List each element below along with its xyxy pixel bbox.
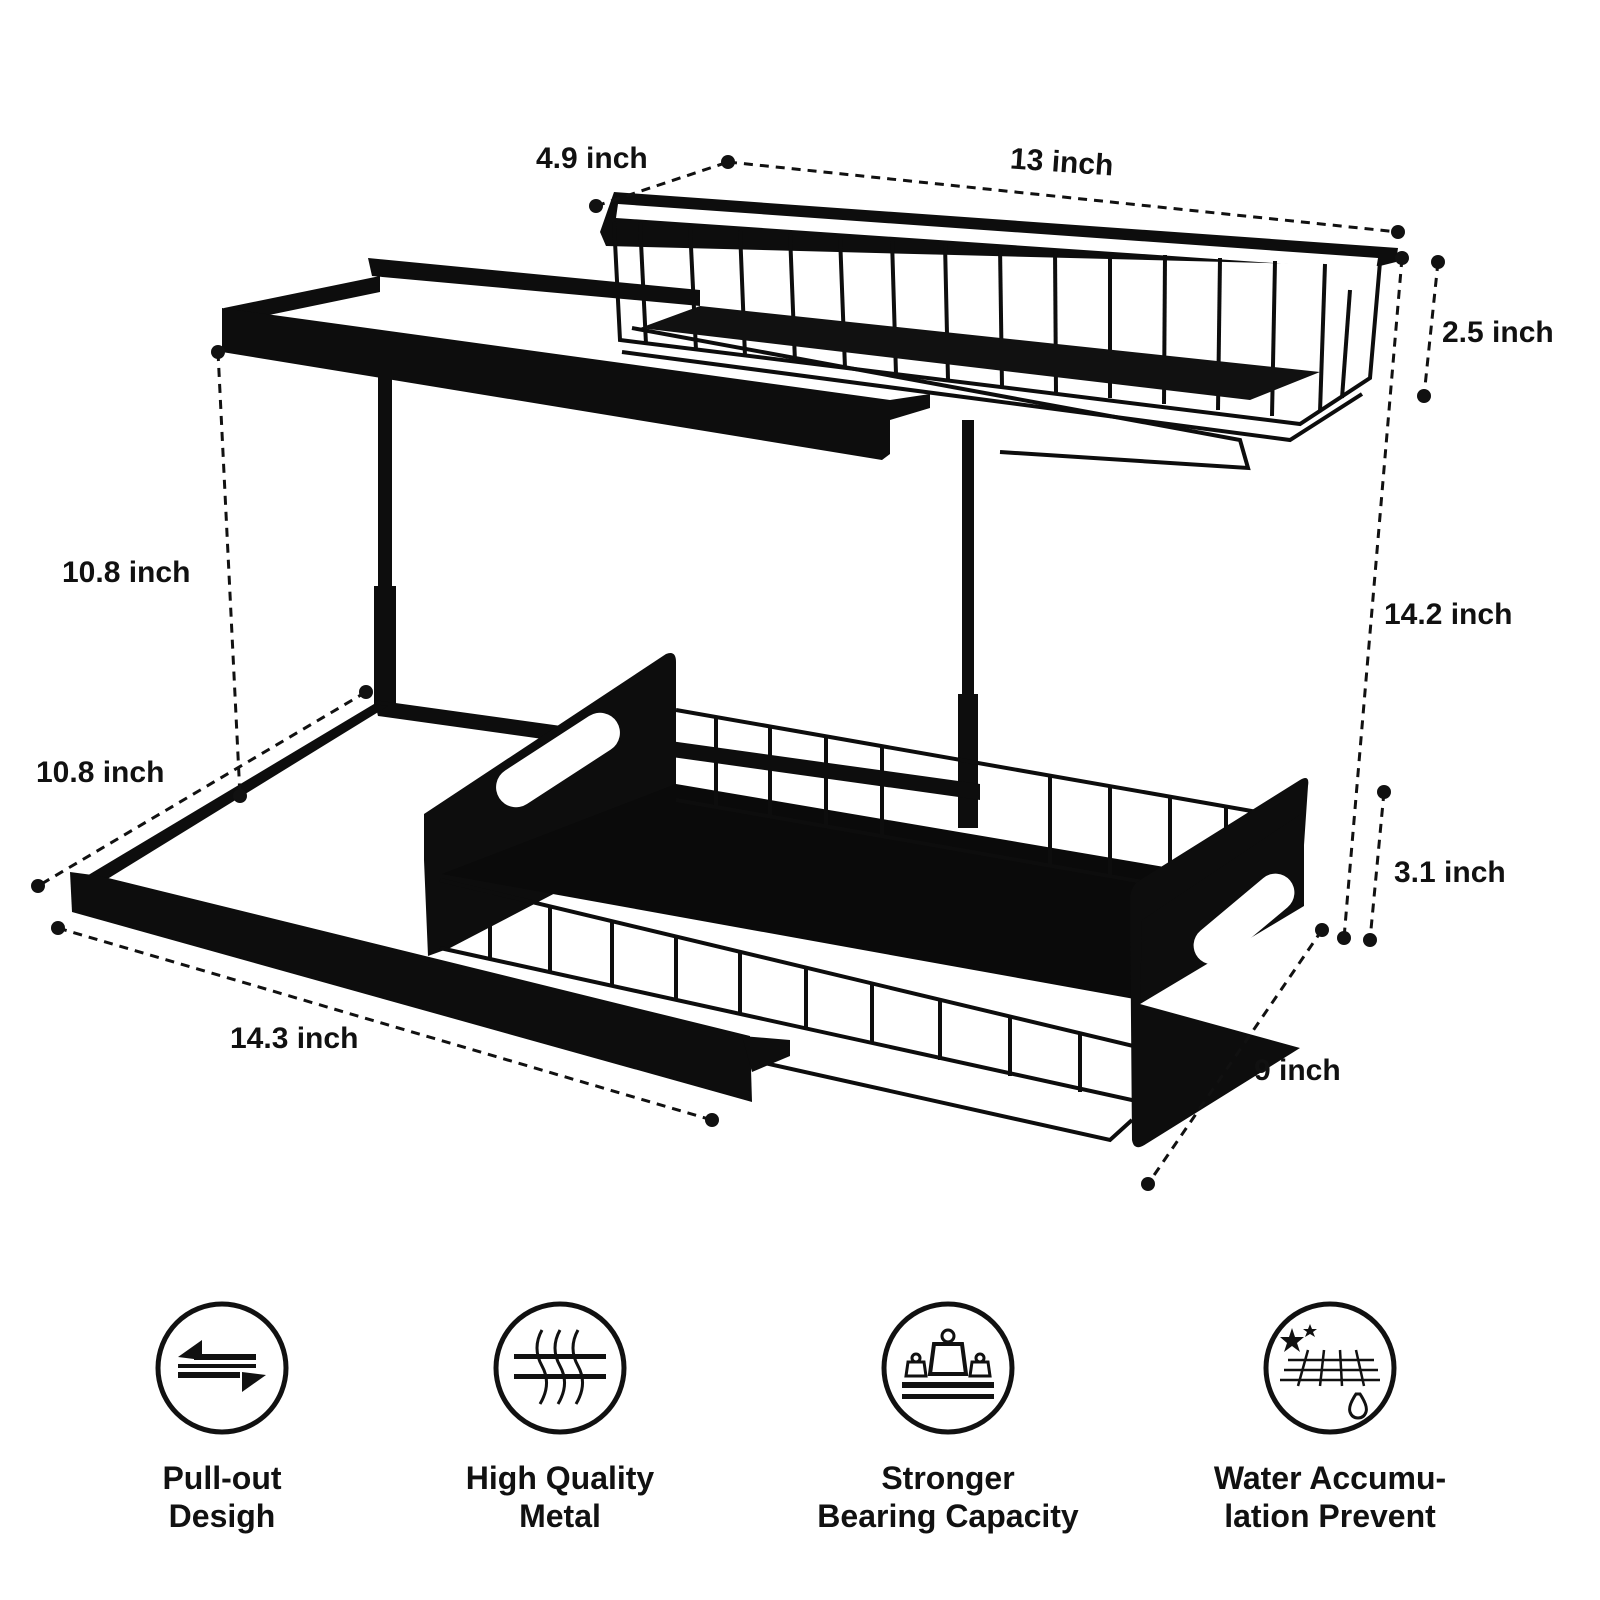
feature-title-line2: Desigh <box>168 1498 276 1534</box>
pull-out-arrows-icon <box>155 1301 289 1435</box>
lower-drawer <box>424 653 1309 1148</box>
dimension-label-top-height: 2.5 inch <box>1442 316 1554 349</box>
water-drop-grid-icon <box>1263 1301 1397 1435</box>
feature-pull-out: Pull-out Desigh <box>42 1300 402 1535</box>
feature-title-line2: lation Prevent <box>1224 1498 1436 1534</box>
upper-basket <box>600 192 1398 471</box>
metal-layers-icon <box>493 1301 627 1435</box>
feature-title-line1: Stronger <box>881 1460 1015 1496</box>
dimension-label-bottom-width: 9 inch <box>1254 1054 1341 1087</box>
feature-title-line2: Metal <box>519 1498 601 1534</box>
dimension-label-upper-gap: 10.8 inch <box>62 556 191 589</box>
dimension-label-top-width: 13 inch <box>1009 142 1115 183</box>
dimension-label-bottom-height: 3.1 inch <box>1394 856 1506 889</box>
feature-title-line1: Water Accumu- <box>1213 1460 1447 1496</box>
dimension-label-total-height: 14.2 inch <box>1384 598 1513 631</box>
feature-water: Water Accumu- lation Prevent <box>1150 1300 1510 1535</box>
dimension-label-base-length: 14.3 inch <box>230 1022 359 1055</box>
feature-metal: High Quality Metal <box>380 1300 740 1535</box>
upper-frame <box>222 258 978 828</box>
dimension-lines <box>31 155 1445 1191</box>
feature-title-line2: Bearing Capacity <box>817 1498 1079 1534</box>
feature-title-line1: High Quality <box>465 1460 655 1496</box>
weights-icon <box>881 1301 1015 1435</box>
feature-bearing: Stronger Bearing Capacity <box>768 1300 1128 1535</box>
feature-title-line1: Pull-out <box>162 1460 282 1496</box>
dimension-label-top-depth: 4.9 inch <box>536 142 648 175</box>
dimension-label-base-depth: 10.8 inch <box>36 756 165 789</box>
